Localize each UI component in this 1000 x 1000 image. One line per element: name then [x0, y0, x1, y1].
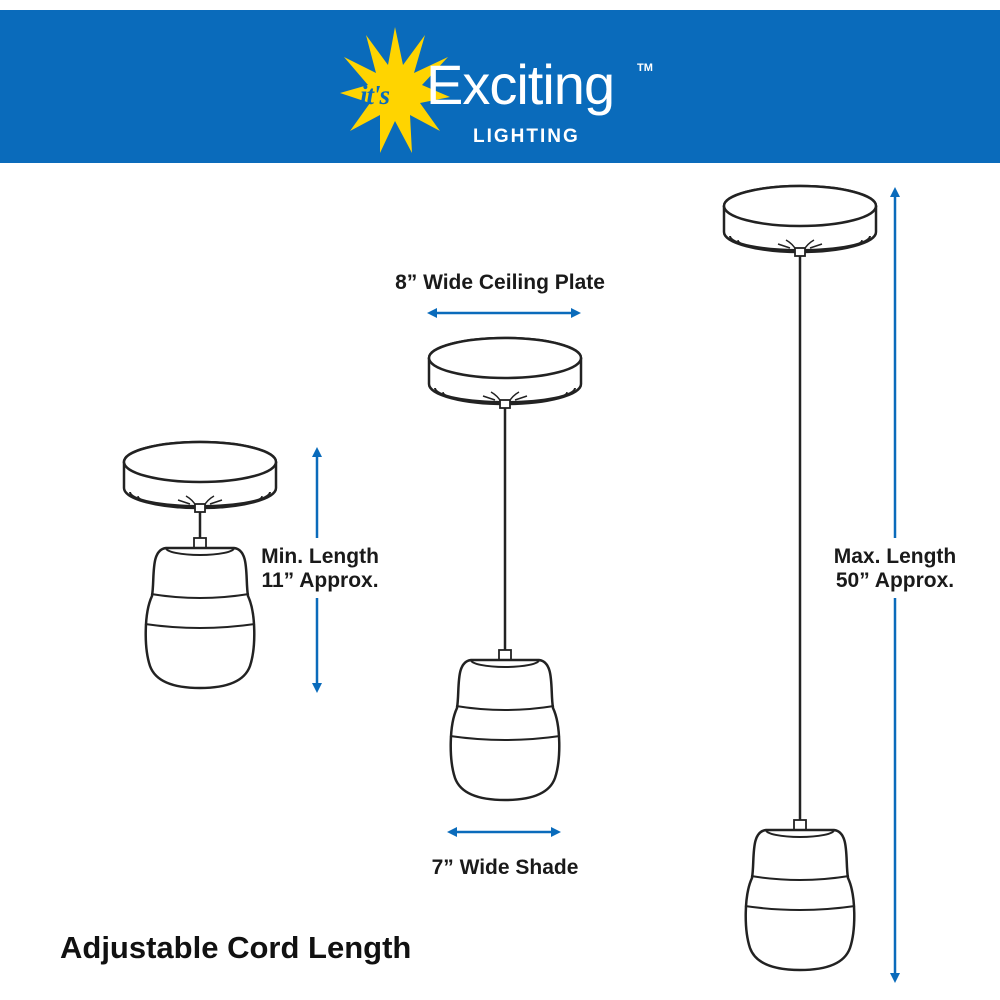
plate-width-label: 8” Wide Ceiling Plate: [395, 271, 605, 294]
sunburst-icon: [340, 27, 450, 153]
brand-subtitle: LIGHTING: [473, 126, 580, 147]
max-length-label: Max. Length 50” Approx.: [815, 545, 975, 593]
pendant-max-length: [722, 184, 878, 972]
min-length-label: Min. Length 11” Approx.: [240, 545, 400, 593]
max-length-line-2: 50” Approx.: [835, 569, 955, 592]
caption-title: Adjustable Cord Length: [60, 930, 412, 965]
pendant-min-length: [122, 440, 278, 690]
min-length-line-1: Min. Length: [261, 545, 379, 568]
brand-prefix: it's: [360, 80, 390, 110]
shade-width-label: 7” Wide Shade: [431, 856, 579, 879]
brand-banner: it's Exciting TM LIGHTING: [0, 10, 1000, 163]
pendant-mid-length: [427, 336, 583, 802]
min-length-line-2: 11” Approx.: [261, 569, 379, 592]
brand-trademark: TM: [637, 62, 653, 74]
brand-name: Exciting: [426, 53, 615, 116]
max-length-line-1: Max. Length: [833, 545, 957, 568]
